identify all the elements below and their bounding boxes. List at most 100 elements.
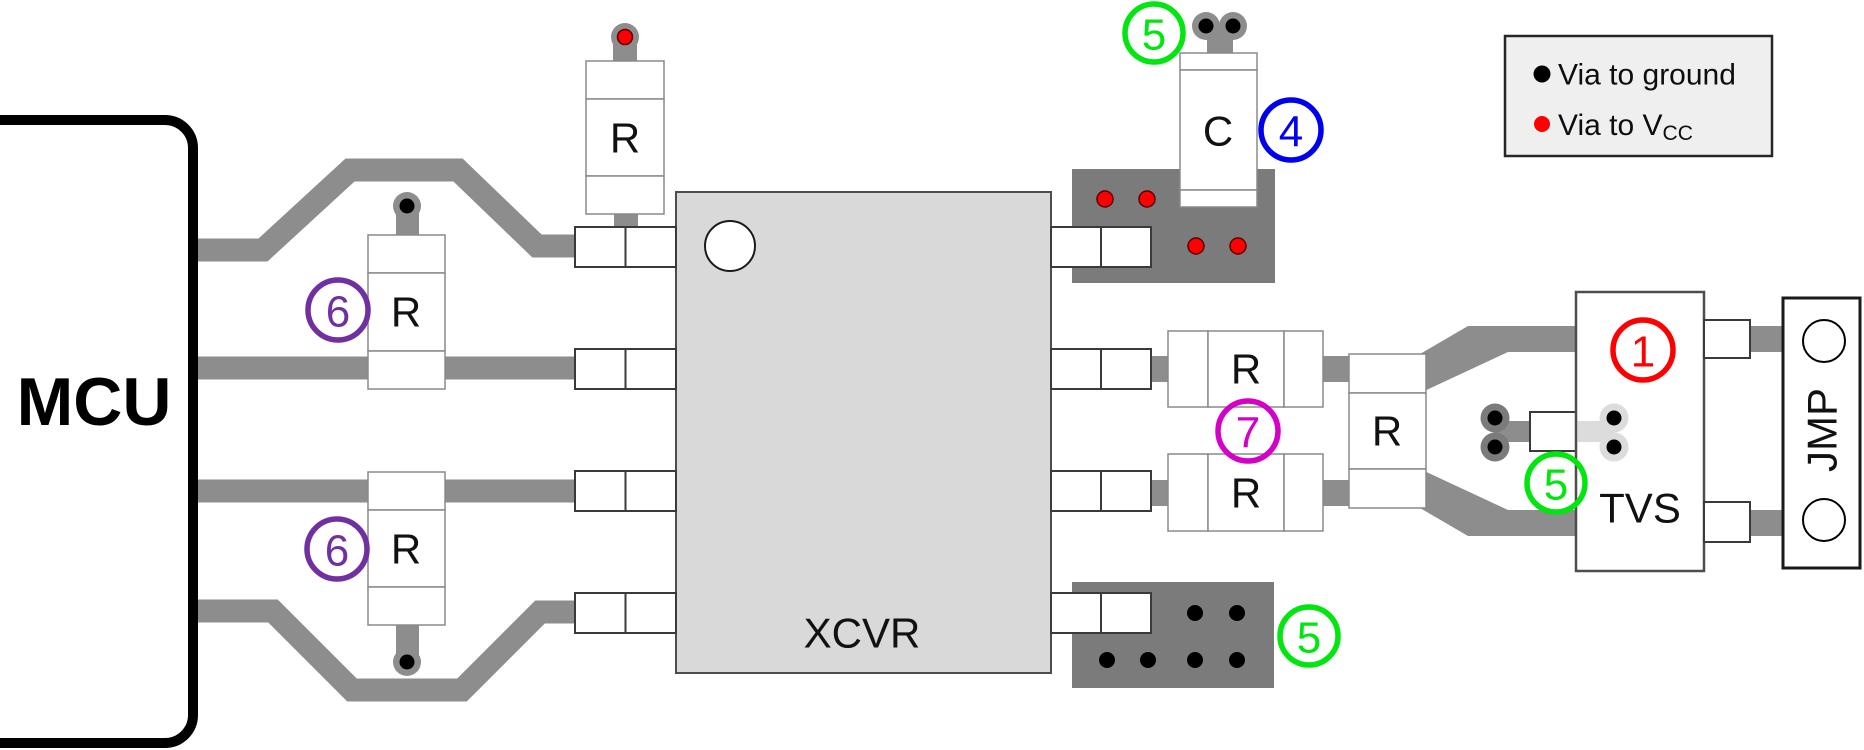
pad (1167, 330, 1209, 408)
legend-box (1503, 34, 1774, 158)
pad (1050, 348, 1102, 390)
ground-via (1606, 439, 1622, 455)
bus-resistor-lower: R (1167, 453, 1324, 532)
vcc-via (1229, 237, 1247, 255)
jumper-hole (1802, 498, 1846, 542)
tvs-label: TVS (1599, 485, 1681, 532)
pad (574, 348, 627, 390)
vcc-via (616, 28, 634, 46)
resistor-label: R (1231, 346, 1261, 393)
jumper-hole (1802, 319, 1846, 363)
pullup-resistor-top: R (585, 60, 665, 215)
callout-5-circle (1277, 604, 1341, 668)
termination-resistor: R (1348, 353, 1427, 509)
pad (585, 175, 665, 215)
xcvr-body (675, 191, 1052, 674)
series-resistor-upper: R (367, 234, 446, 390)
vcc-via (1096, 190, 1114, 208)
callout-5-number: 5 (1297, 614, 1321, 663)
ground-via (1606, 410, 1622, 426)
resistor-label: R (391, 289, 421, 336)
bus-resistor-upper: R (1167, 330, 1324, 408)
ground-via (399, 654, 415, 670)
resistor-label: R (610, 115, 640, 162)
resistor-label: R (1231, 470, 1261, 517)
pad (1283, 453, 1324, 532)
ground-via (1187, 605, 1203, 621)
pad (367, 471, 446, 511)
callout-6-circle (305, 277, 371, 343)
callout-1-circle (1610, 317, 1676, 383)
pad (624, 226, 677, 268)
vcc-via (1138, 190, 1156, 208)
resistor-body (367, 272, 446, 352)
pin1-marker (704, 220, 756, 272)
callouts: 1 4 5 5 5 6 6 7 (304, 1, 1676, 668)
capacitor-body (1179, 69, 1258, 191)
pad (1703, 501, 1751, 543)
ground-via (1187, 652, 1203, 668)
mcu-chip: MCU (0, 115, 198, 748)
pad (1283, 330, 1324, 408)
callout-5-circle (1524, 451, 1588, 515)
pad (1100, 348, 1152, 390)
callout-5-number: 5 (1142, 11, 1166, 60)
stub-R2-vR (1320, 480, 1352, 506)
pad (574, 226, 627, 268)
xcvr-chip: XCVR (574, 191, 1152, 674)
resistor-label: R (1372, 408, 1402, 455)
legend: Via to ground Via to VCC (1503, 34, 1774, 158)
pad (1179, 189, 1258, 208)
pad (1100, 226, 1152, 268)
ground-via (1229, 652, 1245, 668)
capacitor-label: C (1203, 108, 1233, 155)
pad (1703, 319, 1751, 359)
pad (624, 348, 677, 390)
pad (574, 470, 627, 512)
callout-6-number: 6 (325, 527, 349, 576)
callout-4-number: 4 (1279, 108, 1303, 157)
ground-via (1198, 18, 1214, 34)
pad (574, 592, 627, 634)
jumper-header: JMP (1781, 296, 1862, 570)
resistor-body (1348, 392, 1427, 470)
ground-via (1140, 652, 1156, 668)
mcu-body (0, 115, 198, 748)
jumper-label: JMP (1799, 388, 1846, 472)
stub-R1-vR (1320, 356, 1352, 382)
mcu-label: MCU (17, 364, 172, 440)
pad (1100, 592, 1152, 634)
callout-7-number: 7 (1236, 409, 1260, 458)
pad (624, 470, 677, 512)
vias (393, 12, 1510, 676)
pad (1050, 470, 1102, 512)
pad (624, 592, 677, 634)
callout-6-number: 6 (326, 288, 350, 337)
ground-via (1099, 652, 1115, 668)
legend-vcc-label: Via to VCC (1558, 109, 1693, 145)
callout-1-number: 1 (1631, 328, 1655, 377)
ground-via (1225, 18, 1241, 34)
resistor-body (585, 98, 665, 177)
xcvr-left-pads (574, 226, 677, 634)
xcvr-label: XCVR (804, 610, 921, 657)
vcc-via (1187, 237, 1205, 255)
ground-via (1229, 605, 1245, 621)
callout-7-circle (1215, 398, 1281, 464)
resistor-body (1207, 330, 1285, 408)
series-resistor-lower: R (367, 471, 446, 626)
trace-signal-1 (182, 158, 578, 262)
pad (1348, 468, 1427, 509)
pad (1050, 592, 1102, 634)
callout-5-number: 5 (1544, 461, 1568, 510)
ground-via (399, 198, 415, 214)
tvs-diode: TVS (1574, 290, 1751, 573)
callout-5-circle (1122, 1, 1186, 65)
ground-via (1487, 410, 1503, 426)
vcc-via-legend-icon (1534, 116, 1550, 132)
ground-via (1487, 439, 1503, 455)
xcvr-right-pads (1050, 226, 1152, 634)
pad (1348, 353, 1427, 394)
tvs-ground-pad (1529, 411, 1578, 452)
